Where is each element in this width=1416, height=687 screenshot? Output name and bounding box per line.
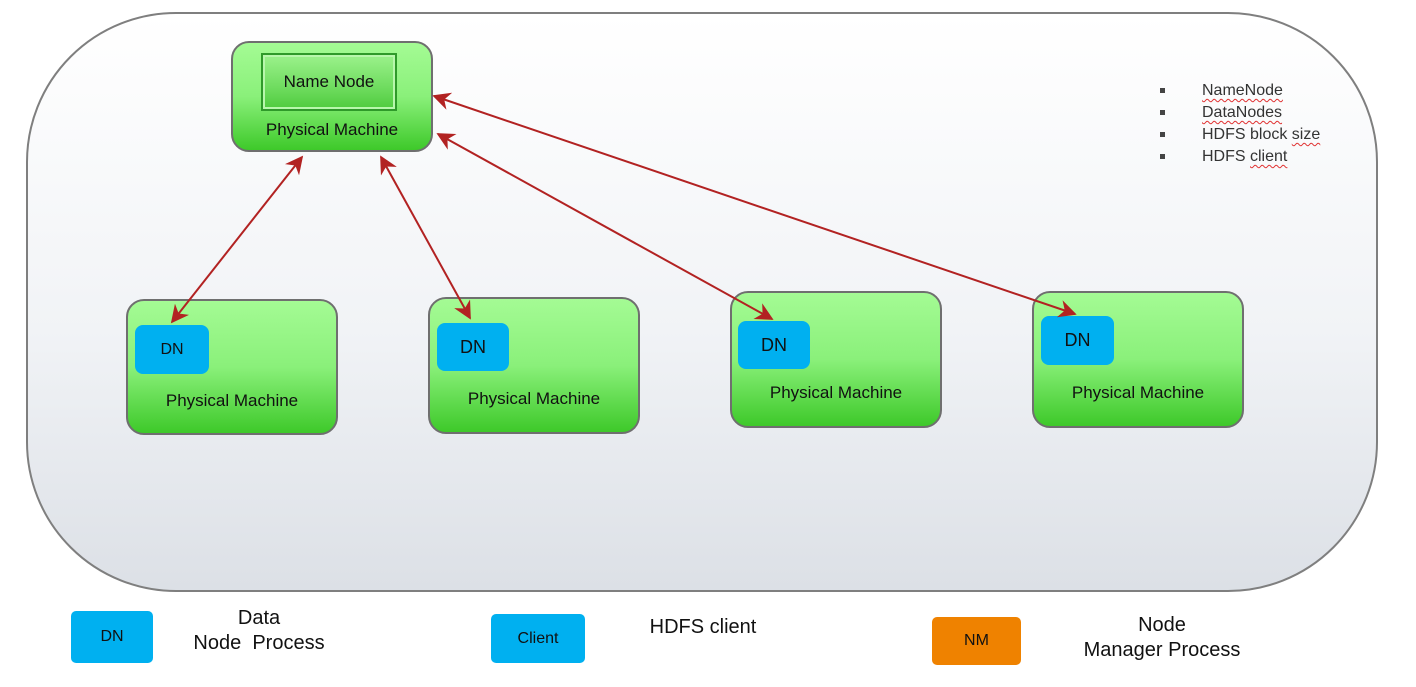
notes-list: NameNode DataNodes HDFS block size HDFS …	[1158, 80, 1320, 168]
datanode-machine-label-4: Physical Machine	[1071, 383, 1205, 402]
note-item: DataNodes	[1158, 102, 1320, 124]
datanode-machine-label-3: Physical Machine	[769, 383, 903, 402]
datanode-process-box-1: DN	[135, 325, 209, 374]
datanode-physical-machine-3: DN Physical Machine	[730, 291, 942, 428]
note-item: NameNode	[1158, 80, 1320, 102]
legend-dn-text: Data Node Process	[180, 606, 338, 656]
bullet-square-icon	[1160, 110, 1165, 115]
legend-client-chip: Client	[491, 614, 585, 663]
datanode-physical-machine-1: DN Physical Machine	[126, 299, 338, 435]
datanode-physical-machine-2: DN Physical Machine	[428, 297, 640, 434]
legend-nm-text: Node Manager Process	[1072, 613, 1252, 663]
datanode-machine-label-1: Physical Machine	[165, 391, 299, 410]
note-item: HDFS block size	[1158, 124, 1320, 146]
bullet-square-icon	[1160, 132, 1165, 137]
namenode-process-box: Name Node	[261, 53, 397, 111]
legend-nm-chip: NM	[932, 617, 1021, 665]
note-text: HDFS client	[1202, 148, 1288, 165]
datanode-process-box-3: DN	[738, 321, 810, 369]
namenode-physical-machine: Name Node Physical Machine	[231, 41, 433, 152]
legend-dn-line1: Data	[237, 607, 281, 629]
datanode-process-box-4: DN	[1041, 316, 1114, 365]
datanode-machine-label-2: Physical Machine	[467, 389, 601, 408]
note-text: DataNodes	[1202, 104, 1283, 121]
legend-nm-line1: Node	[1138, 614, 1186, 636]
bullet-square-icon	[1160, 154, 1165, 159]
bullet-square-icon	[1160, 88, 1165, 93]
namenode-machine-label: Physical Machine	[265, 120, 399, 139]
note-text: HDFS block size	[1202, 126, 1321, 143]
legend-dn-line2: Node Process	[193, 632, 325, 654]
legend-dn-chip: DN	[71, 611, 153, 663]
legend-client-line1: HDFS client	[649, 616, 757, 638]
legend-client-text: HDFS client	[636, 615, 770, 640]
legend-nm-line2: Manager Process	[1083, 639, 1241, 661]
note-text: NameNode	[1202, 82, 1283, 99]
datanode-process-box-2: DN	[437, 323, 509, 371]
datanode-physical-machine-4: DN Physical Machine	[1032, 291, 1244, 428]
note-item: HDFS client	[1158, 146, 1320, 168]
